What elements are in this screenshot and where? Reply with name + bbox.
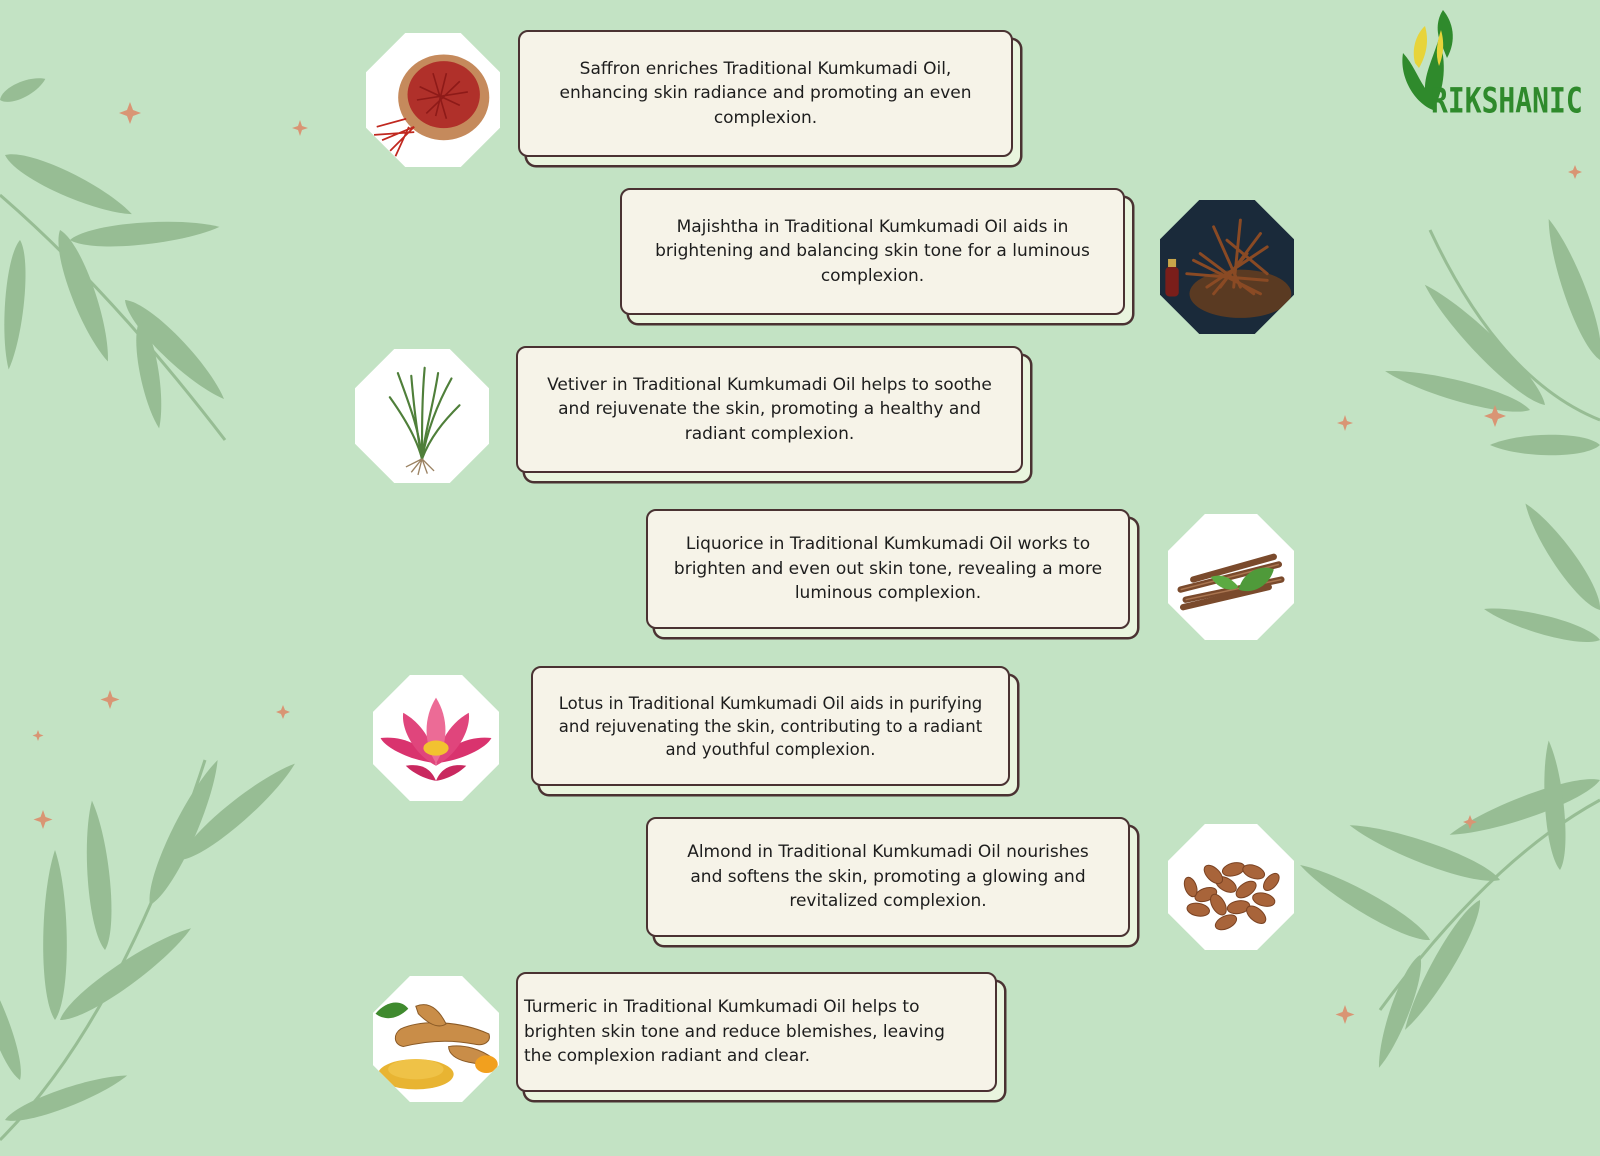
lotus-flower-icon: [373, 675, 499, 801]
majishtha-image: [1160, 200, 1294, 334]
ingredient-card-turmeric: Turmeric in Traditional Kumkumadi Oil he…: [516, 972, 997, 1092]
ingredient-description: Almond in Traditional Kumkumadi Oil nour…: [687, 842, 1089, 912]
ingredient-card-vetiver: Vetiver in Traditional Kumkumadi Oil hel…: [516, 346, 1023, 473]
leaf-logo-icon: [1402, 10, 1453, 110]
ingredient-description: Vetiver in Traditional Kumkumadi Oil hel…: [547, 374, 992, 444]
majishtha-roots-icon: [1160, 200, 1294, 334]
ingredient-description: Liquorice in Traditional Kumkumadi Oil w…: [673, 534, 1103, 604]
almonds-icon: [1168, 824, 1294, 950]
liquorice-sticks-icon: [1168, 514, 1294, 640]
brand-logo: RIKSHANIC: [1395, 8, 1595, 122]
vetiver-image: [355, 349, 489, 483]
ingredient-description: Turmeric in Traditional Kumkumadi Oil he…: [524, 997, 945, 1067]
ingredient-description: Lotus in Traditional Kumkumadi Oil aids …: [558, 693, 983, 759]
turmeric-roots-icon: [373, 976, 499, 1102]
ingredient-description: Majishtha in Traditional Kumkumadi Oil a…: [655, 216, 1090, 286]
liquorice-image: [1168, 514, 1294, 640]
ingredient-card-saffron: Saffron enriches Traditional Kumkumadi O…: [518, 30, 1013, 157]
ingredient-card-almond: Almond in Traditional Kumkumadi Oil nour…: [646, 817, 1130, 937]
lotus-image: [373, 675, 499, 801]
vetiver-grass-icon: [355, 349, 489, 483]
saffron-image: [366, 33, 500, 167]
ingredient-description: Saffron enriches Traditional Kumkumadi O…: [559, 58, 972, 128]
almond-image: [1168, 824, 1294, 950]
turmeric-image: [373, 976, 499, 1102]
brand-name: RIKSHANIC: [1431, 80, 1583, 122]
ingredient-card-liquorice: Liquorice in Traditional Kumkumadi Oil w…: [646, 509, 1130, 629]
ingredient-card-majishtha: Majishtha in Traditional Kumkumadi Oil a…: [620, 188, 1125, 315]
ingredient-card-lotus: Lotus in Traditional Kumkumadi Oil aids …: [531, 666, 1010, 786]
saffron-bowl-icon: [366, 33, 500, 167]
